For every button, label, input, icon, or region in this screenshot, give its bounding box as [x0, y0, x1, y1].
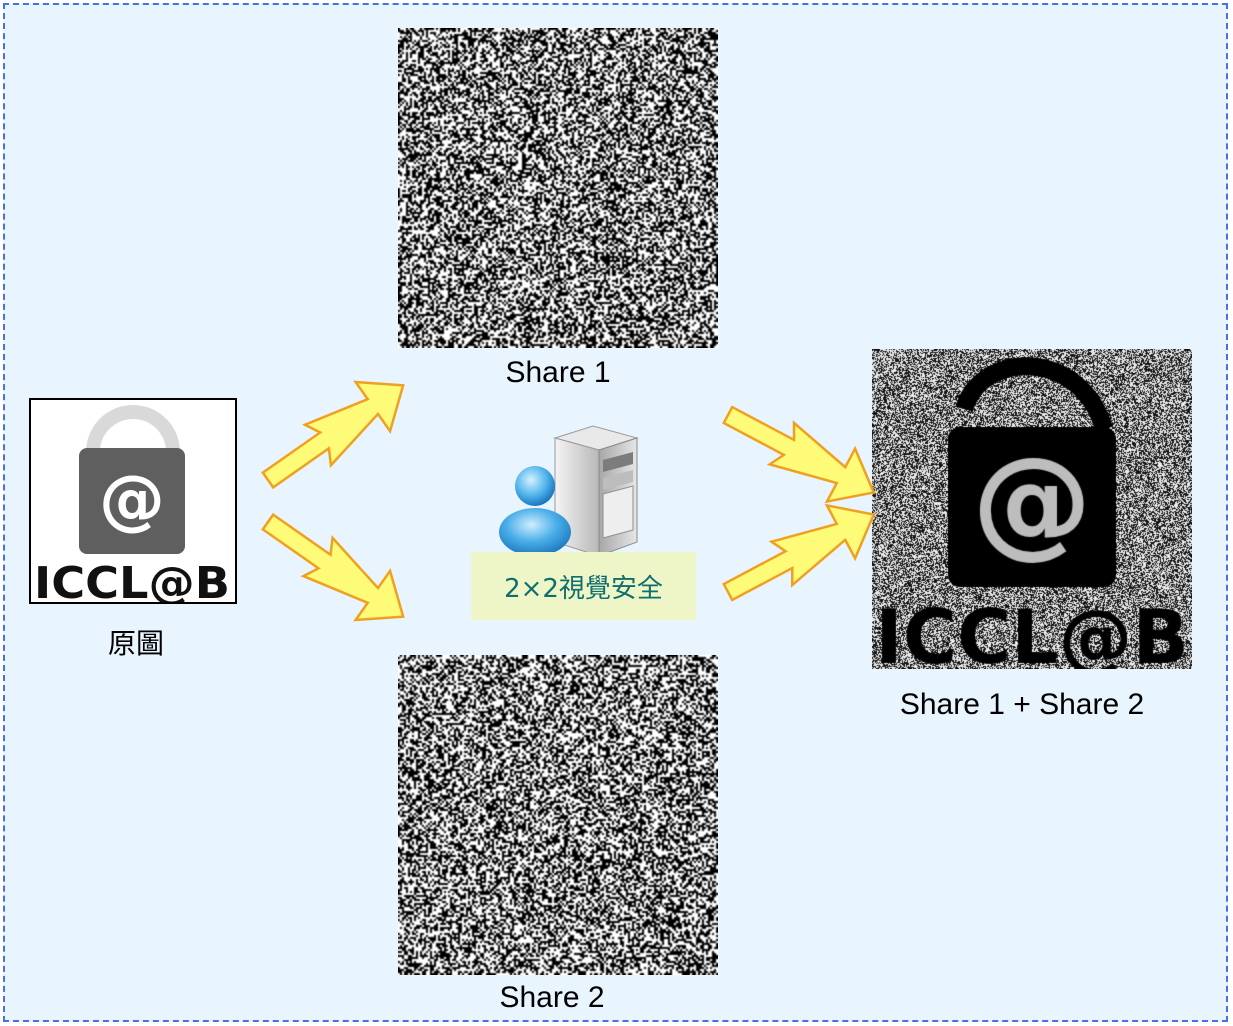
visual-security-caption: 2×2視覺安全 — [471, 552, 696, 620]
lightning-arrow-icon — [714, 389, 888, 519]
lightning-arrow-icon — [251, 497, 421, 641]
lightning-arrow-icon — [714, 488, 888, 618]
user-server-icon — [495, 424, 645, 559]
lightning-arrow-icon — [251, 361, 421, 505]
